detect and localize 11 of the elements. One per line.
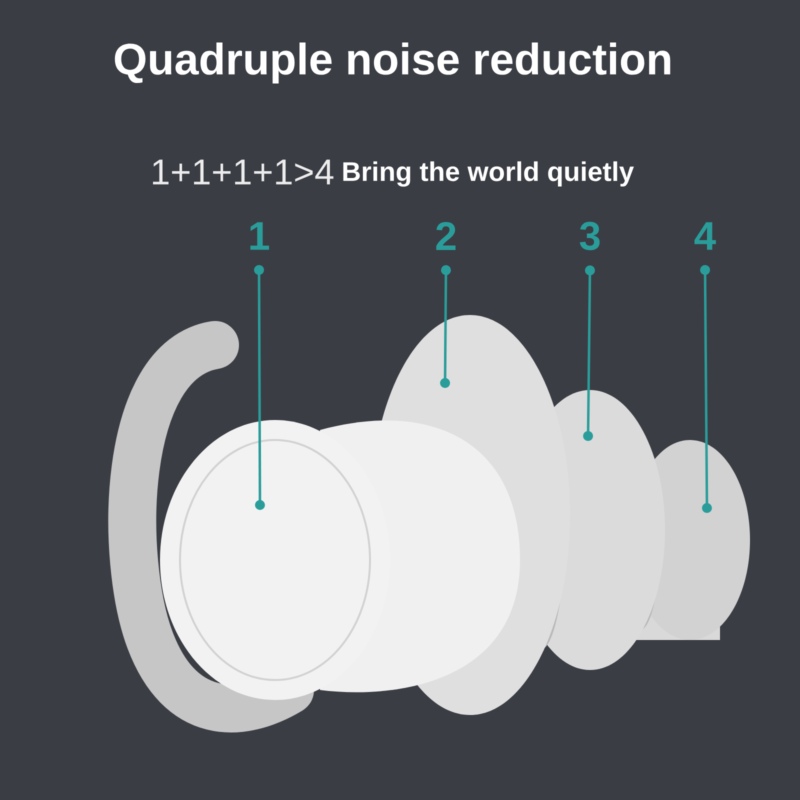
leader-line (440, 265, 451, 388)
subtitle: Bring the world quietly (343, 161, 634, 187)
leader-line (254, 264, 265, 510)
callout-number: 2 (436, 222, 456, 250)
callout-number: 3 (580, 222, 600, 250)
callout-number: 4 (694, 222, 716, 250)
leader-line (583, 265, 595, 441)
formula-text: 1+1+1+1>4 (153, 160, 334, 184)
leader-line (700, 264, 712, 513)
title: Quadruple noise reduction (114, 42, 670, 84)
callout-number: 1 (250, 222, 269, 250)
